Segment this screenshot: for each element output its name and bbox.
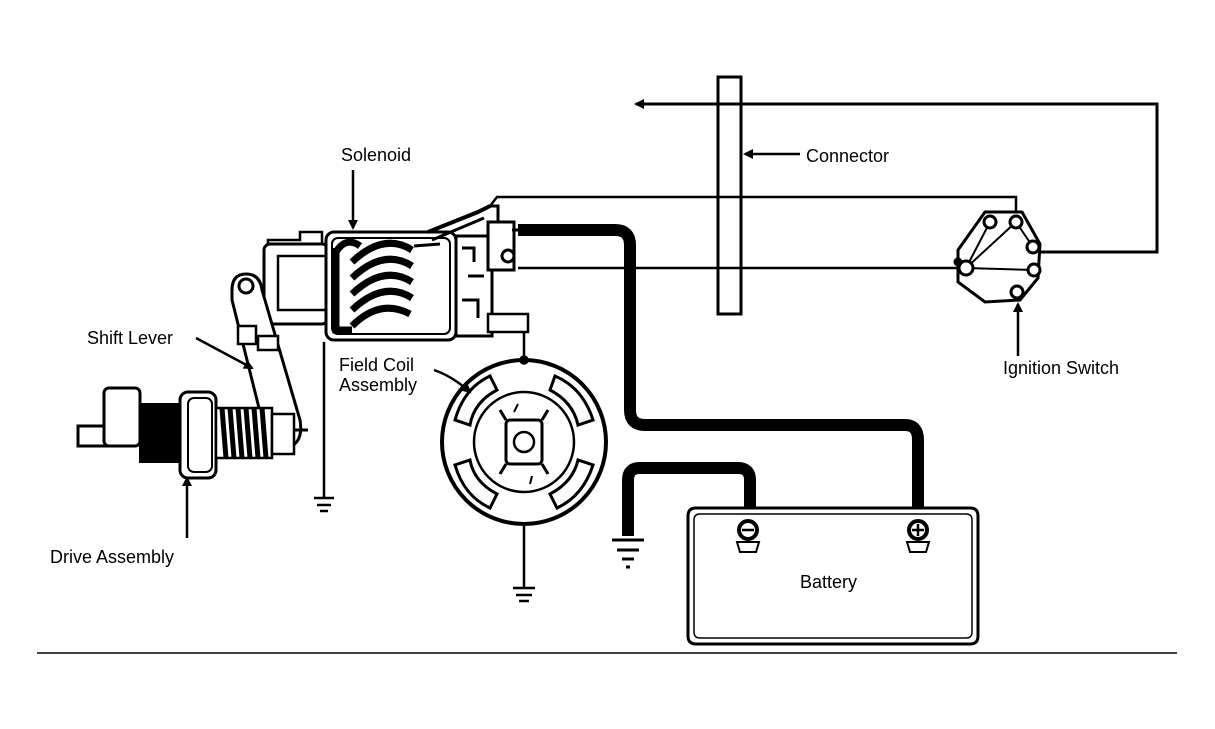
label-battery: Battery <box>800 572 858 592</box>
ground-symbol-solenoid <box>314 342 334 513</box>
ground-cable <box>622 462 756 536</box>
label-ignition-switch: Ignition Switch <box>1003 358 1120 378</box>
label-field-coil-line1: Field Coil <box>339 355 415 375</box>
label-connector: Connector <box>806 146 890 166</box>
battery-negative-terminal <box>735 519 761 553</box>
battery <box>686 506 980 646</box>
label-solenoid: Solenoid <box>341 145 412 165</box>
field-coil-leader-arrow <box>433 368 472 394</box>
label-field-coil-assembly: Field Coil Assembly <box>339 355 417 395</box>
ignition-switch <box>953 210 1042 304</box>
battery-positive-terminal <box>905 519 931 553</box>
label-drive-assembly: Drive Assembly <box>50 547 175 567</box>
ignition-feed-wire <box>634 99 1159 254</box>
drive-assembly <box>76 386 308 480</box>
ground-symbol-field-coil <box>513 524 535 603</box>
shift-lever-leader-arrow <box>195 336 254 370</box>
battery-cable <box>518 224 924 515</box>
ground-symbol-battery <box>612 538 644 569</box>
solenoid-ignition-wire-top <box>489 195 1018 221</box>
label-field-coil-line2: Assembly <box>339 375 418 395</box>
label-shift-lever: Shift Lever <box>87 328 174 348</box>
connector-bar <box>716 75 743 316</box>
solenoid <box>262 204 530 342</box>
field-coil-assembly <box>440 358 608 526</box>
